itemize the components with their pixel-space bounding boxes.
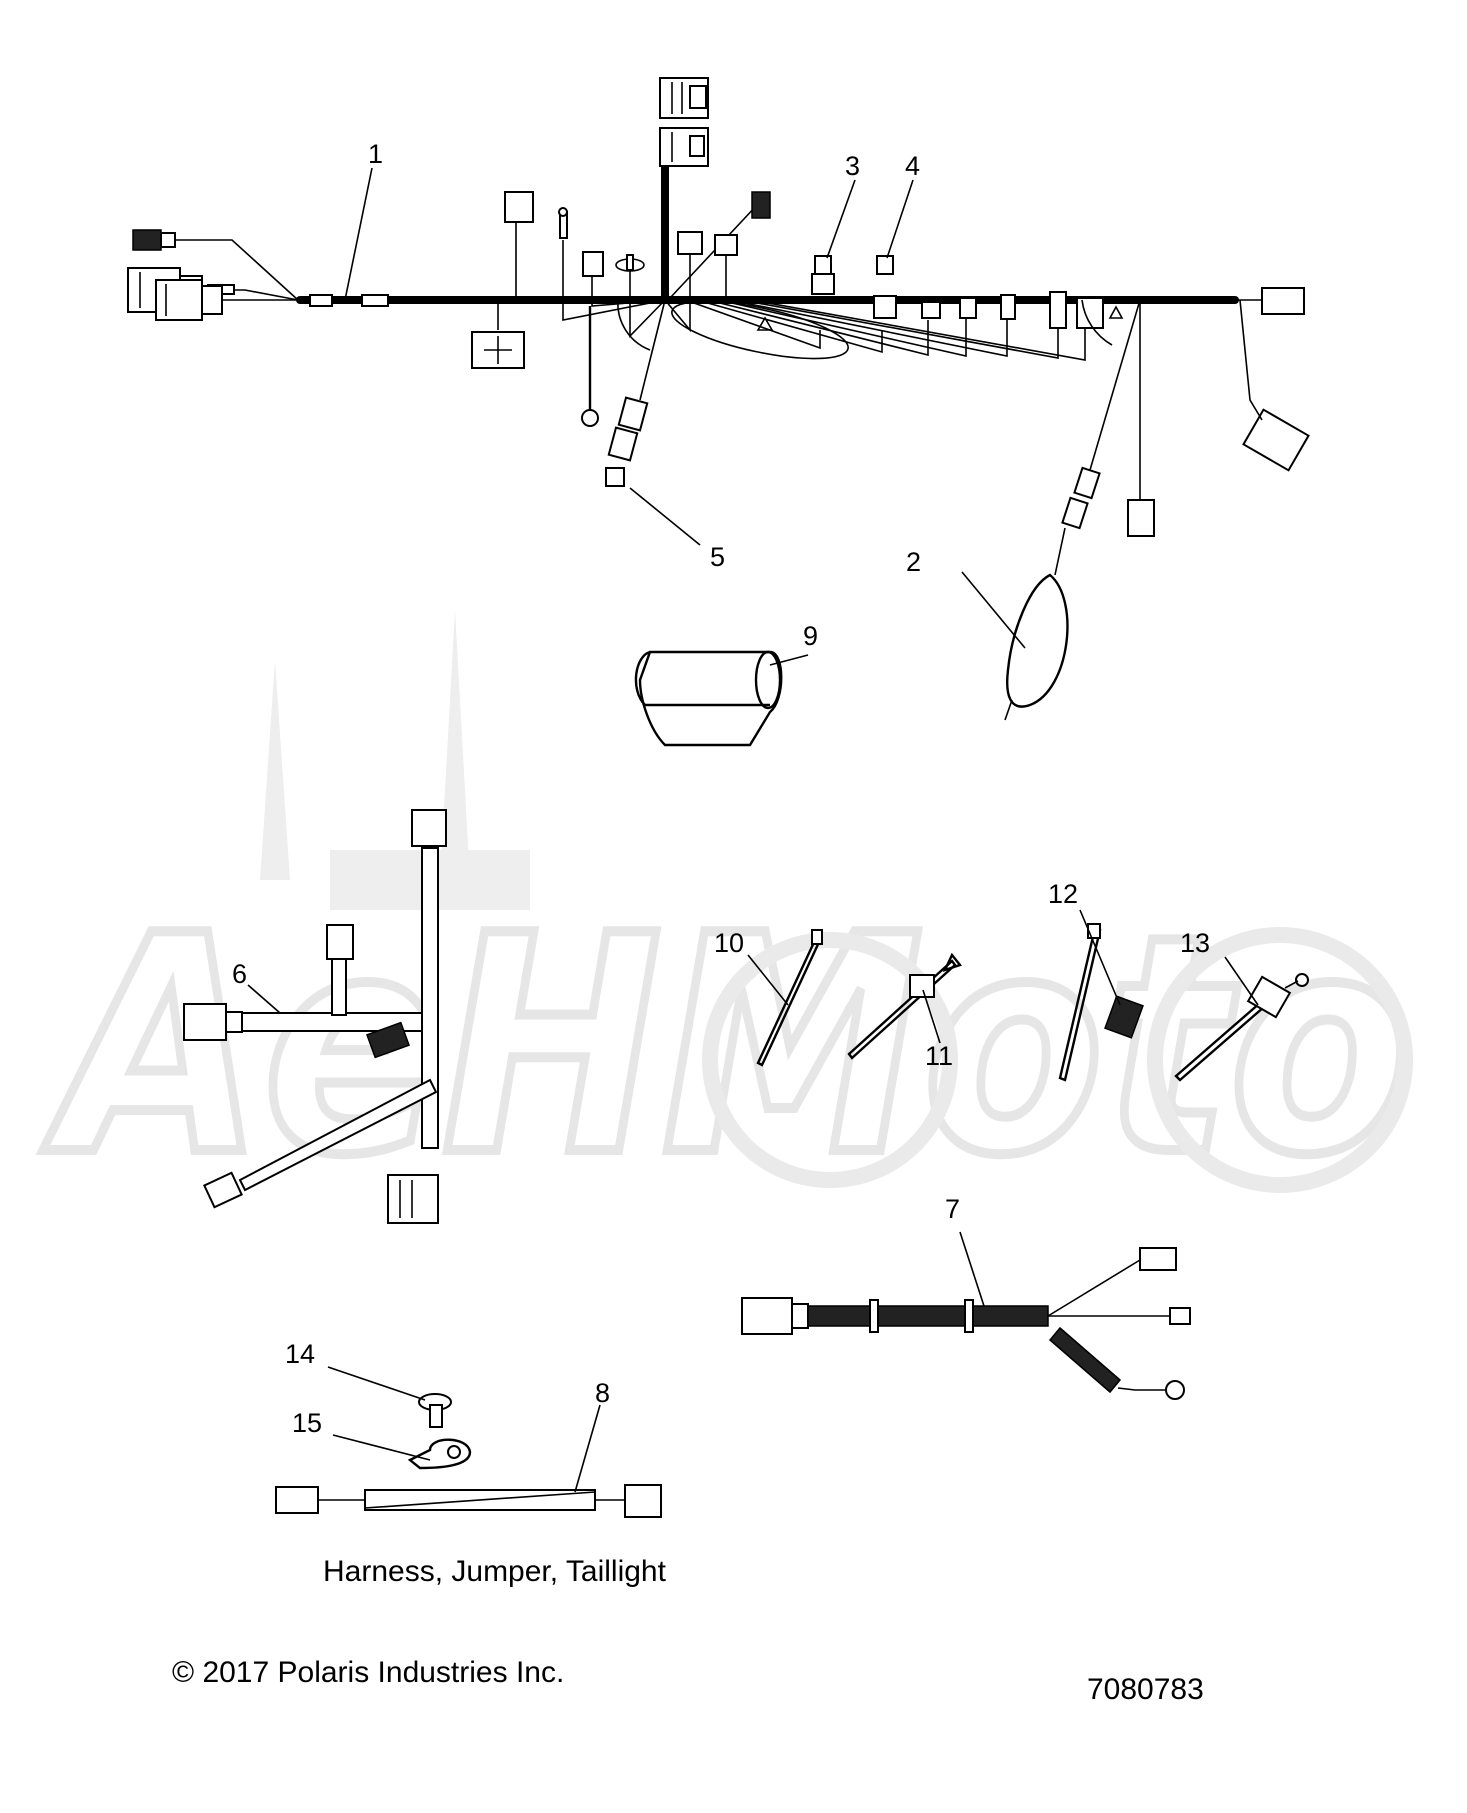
callout-8: 8: [595, 1378, 610, 1408]
branch-fan: [515, 204, 1086, 361]
callout-numbers: 1 2 3 4 5 6 7 8 9 10 11 12 13 14 15: [232, 139, 1210, 1438]
clamp-15: [407, 1438, 472, 1470]
callout-4: 4: [905, 151, 920, 181]
connector-left-trunk-end: [155, 279, 300, 321]
callout-2: 2: [906, 547, 921, 577]
connector-right-end: [1235, 287, 1310, 472]
callout-6: 6: [232, 959, 247, 989]
tie-clip-11: [847, 952, 963, 1060]
callout-15: 15: [292, 1408, 322, 1438]
leaders: [247, 167, 1259, 1493]
tie-10: [756, 929, 823, 1067]
connector-top-1: [659, 77, 709, 119]
callout-14: 14: [285, 1339, 315, 1369]
callout-3: 3: [845, 151, 860, 181]
callout-1: 1: [368, 139, 383, 169]
part-number: 7080783: [1087, 1673, 1204, 1706]
callout-5: 5: [710, 542, 725, 572]
branch-connectors: [504, 191, 1104, 329]
protective-sleeve: [634, 650, 783, 747]
tie-mount-13: [1174, 973, 1309, 1082]
below-trunk-items: [471, 299, 1155, 576]
callout-13: 13: [1180, 928, 1210, 958]
copyright-text: © 2017 Polaris Industries Inc.: [172, 1656, 564, 1689]
tie-mount-12: [1058, 923, 1144, 1082]
callout-10: 10: [714, 928, 744, 958]
harness-6: [183, 809, 447, 1224]
main-harness: [127, 77, 1310, 576]
jumper-caption: Harness, Jumper, Taillight: [323, 1555, 667, 1588]
harness-8: [275, 1484, 662, 1518]
connector-left-small: [132, 229, 299, 301]
callout-11: 11: [925, 1041, 953, 1071]
connector-top-2: [659, 127, 709, 167]
screw-14: [418, 1393, 452, 1428]
watermark: AeHMoto: [34, 610, 1415, 1226]
callout-12: 12: [1048, 879, 1078, 909]
callout-7: 7: [945, 1194, 960, 1224]
callout-9: 9: [803, 621, 818, 651]
sensor-boot: [1004, 573, 1069, 721]
harness-7: [741, 1247, 1191, 1400]
